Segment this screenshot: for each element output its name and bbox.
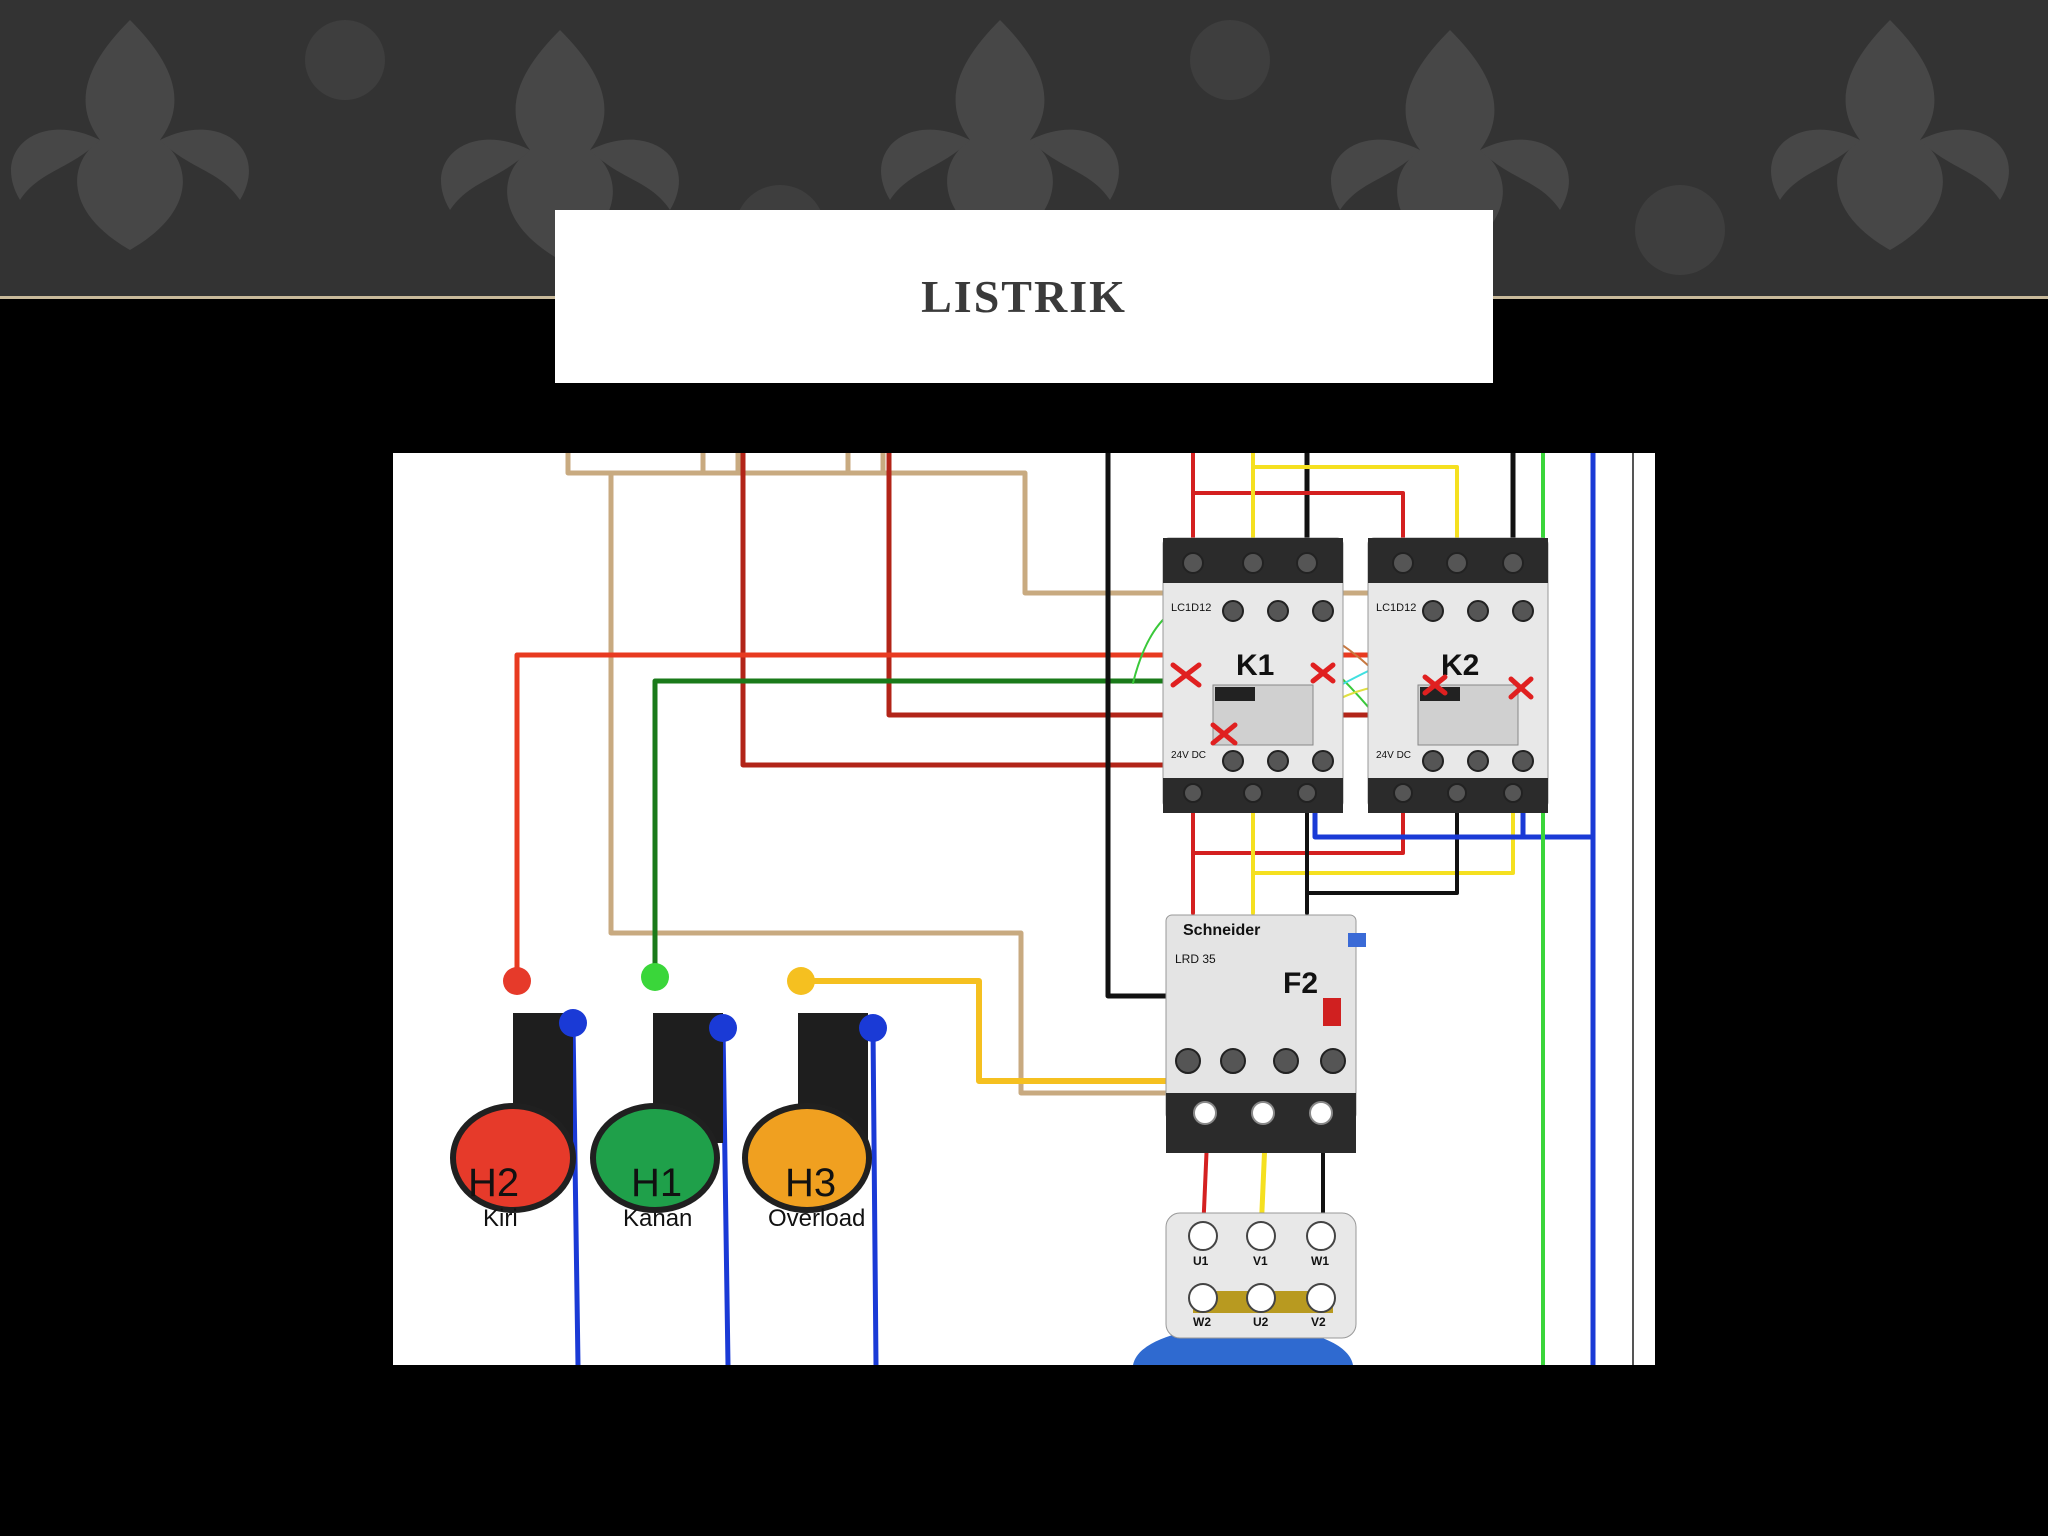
pilot-lamp-h2: H2 Kiri <box>450 967 587 1232</box>
tan-wire <box>565 453 1436 596</box>
blue-wire <box>570 1020 879 1365</box>
dark-red-wire <box>740 453 1238 768</box>
terminal-v2: V2 <box>1311 1315 1326 1329</box>
overload-relay-f2: Schneider LRD 35 F2 <box>1165 914 1366 1153</box>
k2-model: LC1D12 <box>1376 602 1416 614</box>
slide-title: LISTRIK <box>921 271 1127 322</box>
wiring-diagram: K1 LC1D12 24V DC K2 LC1D12 24V DC <box>393 453 1655 1365</box>
terminal-w2: W2 <box>1193 1315 1211 1329</box>
h2-label: H2 <box>468 1161 519 1205</box>
damask-motif <box>1771 20 2009 250</box>
black-wire <box>1305 791 1459 915</box>
k1-supply: 24V DC <box>1171 750 1206 761</box>
red-phase-wire <box>1191 791 1405 915</box>
title-box: LISTRIK <box>555 210 1493 383</box>
f2-label: F2 <box>1283 967 1318 1000</box>
pilot-lamp-h1: H1 Kanan <box>590 963 737 1232</box>
k1-model: LC1D12 <box>1171 602 1211 614</box>
ornamental-banner <box>0 0 2048 299</box>
h2-caption: Kiri <box>483 1205 518 1232</box>
yellow-phase-wire <box>1251 791 1515 915</box>
h3-caption: Overload <box>768 1205 865 1232</box>
tan-wire <box>608 470 1231 1096</box>
damask-motif <box>881 20 1119 250</box>
terminal-u1: U1 <box>1193 1254 1209 1268</box>
damask-pattern <box>11 20 2009 275</box>
tan-wire <box>700 453 886 476</box>
damask-motif <box>11 20 249 250</box>
k2-supply: 24V DC <box>1376 750 1411 761</box>
terminal-u2: U2 <box>1253 1315 1269 1329</box>
f2-brand: Schneider <box>1183 922 1260 939</box>
terminal-v1: V1 <box>1253 1254 1268 1268</box>
h3-label: H3 <box>785 1161 836 1205</box>
motor-terminal-block: U1 V1 W1 W2 U2 V2 <box>1133 1212 1357 1365</box>
h1-label: H1 <box>631 1161 682 1205</box>
k1-label: K1 <box>1236 649 1274 682</box>
contactor-k1: K1 LC1D12 24V DC <box>1162 537 1344 813</box>
damask-motif <box>1331 30 1569 260</box>
h1-caption: Kanan <box>623 1205 692 1232</box>
contactor-k2: K2 LC1D12 24V DC <box>1367 537 1549 813</box>
pilot-lamp-h3: H3 Overload <box>742 967 887 1232</box>
damask-motif <box>441 30 679 260</box>
f2-model: LRD 35 <box>1175 952 1216 966</box>
terminal-w1: W1 <box>1311 1254 1329 1268</box>
